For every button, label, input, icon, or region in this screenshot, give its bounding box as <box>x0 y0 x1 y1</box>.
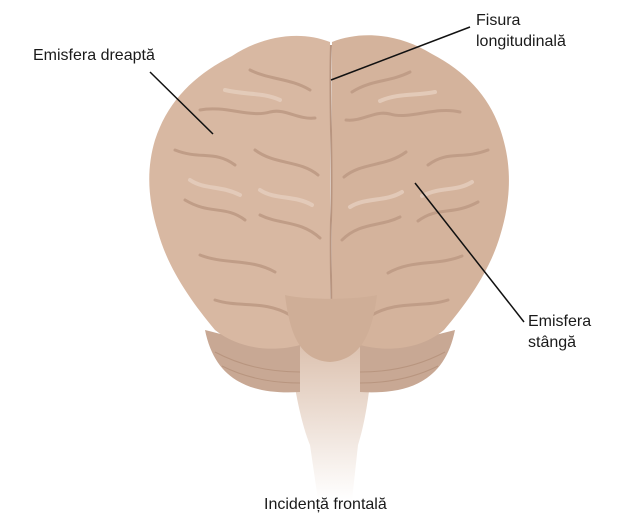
caption-frontal-view: Incidență frontală <box>264 496 387 513</box>
leader-left-hemisphere <box>414 182 525 323</box>
brain-stem <box>288 330 374 500</box>
label-right-hemisphere: Emisfera dreaptă <box>33 47 155 64</box>
label-longitudinal-fissure-line2: longitudinală <box>476 33 566 50</box>
frontal-lower-lobe <box>285 295 377 362</box>
label-left-hemisphere-line2: stângă <box>528 334 577 351</box>
leader-longitudinal-fissure <box>330 26 471 81</box>
label-longitudinal-fissure: Fisura longitudinală <box>476 10 566 52</box>
leader-right-hemisphere <box>149 71 214 135</box>
longitudinal-fissure <box>329 44 333 323</box>
label-longitudinal-fissure-line1: Fisura <box>476 12 521 29</box>
label-left-hemisphere: Emisfera stângă <box>528 311 591 353</box>
label-left-hemisphere-line1: Emisfera <box>528 313 592 330</box>
right-hemisphere-shape <box>149 35 330 349</box>
